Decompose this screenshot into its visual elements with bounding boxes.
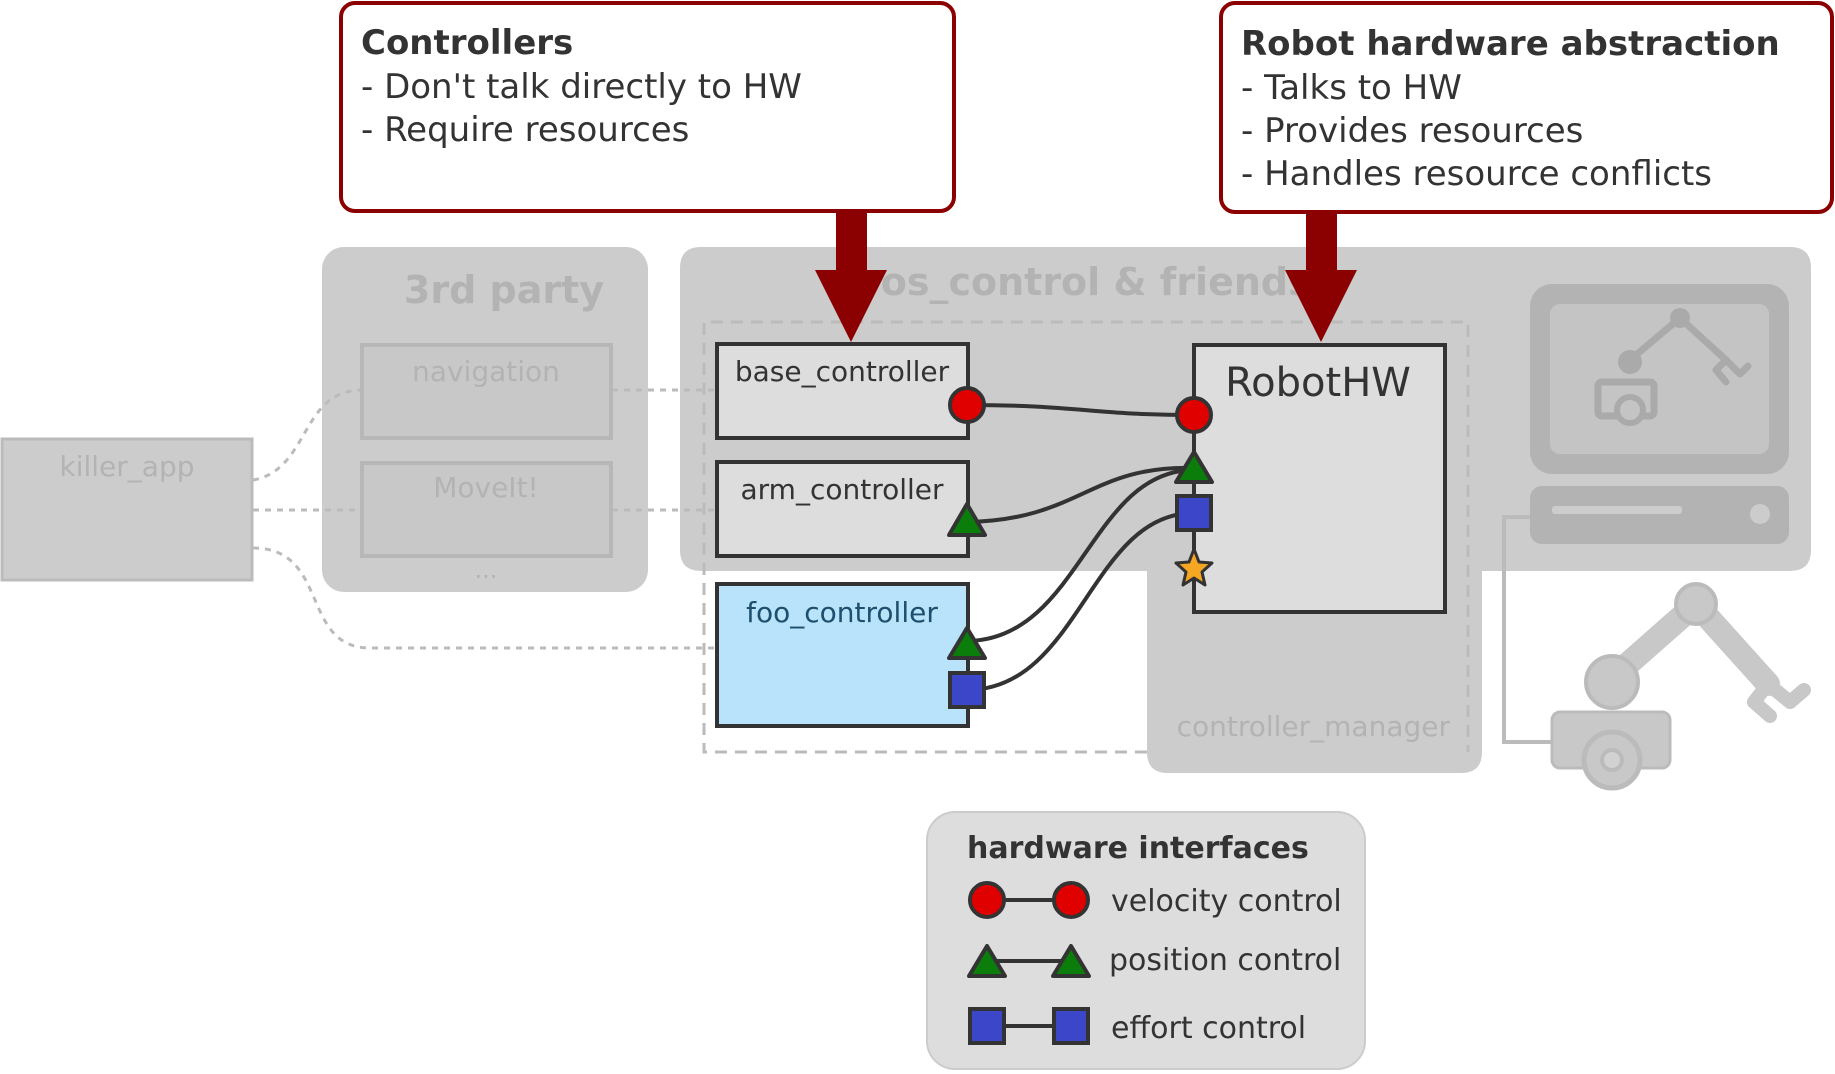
robot-hw-callout-line: - Handles resource conflicts bbox=[1241, 154, 1712, 194]
base-controller-box bbox=[715, 342, 970, 440]
third-party-title: 3rd party bbox=[404, 268, 604, 312]
effort-port bbox=[948, 671, 986, 709]
moveit-box bbox=[360, 461, 613, 558]
controllers-callout-title: Controllers bbox=[361, 23, 573, 63]
moveit-label: MoveIt! bbox=[433, 471, 539, 504]
foo-controller-label: foo_controller bbox=[746, 596, 938, 629]
navigation-label: navigation bbox=[412, 355, 560, 388]
killer-app-box bbox=[0, 437, 254, 582]
legend-effort-icon bbox=[968, 1007, 1006, 1045]
position-port bbox=[947, 502, 987, 537]
controllers-callout bbox=[339, 1, 956, 213]
foo-controller-box bbox=[715, 582, 970, 728]
legend-position-label: position control bbox=[1109, 943, 1341, 978]
controllers-callout-line: - Don't talk directly to HW bbox=[361, 67, 802, 107]
controller-manager-boundary bbox=[702, 320, 1470, 754]
legend-position-icon bbox=[1051, 944, 1091, 978]
computer-robot-cable bbox=[1502, 515, 1552, 744]
ros-control-title: ros_control & friends bbox=[862, 260, 1311, 304]
effort-port bbox=[1175, 494, 1213, 532]
legend-velocity-icon bbox=[1052, 881, 1090, 919]
legend-velocity-icon bbox=[968, 881, 1006, 919]
controllers-callout-arrow bbox=[815, 212, 887, 342]
legend-position-icon bbox=[967, 944, 1007, 978]
interface-connections bbox=[966, 403, 1195, 692]
navigation-box bbox=[360, 343, 613, 440]
velocity-port bbox=[1175, 396, 1213, 434]
legend-box bbox=[926, 811, 1366, 1070]
velocity-port bbox=[948, 386, 986, 424]
robot-hw-callout bbox=[1219, 1, 1834, 214]
robot-hw-label: RobotHW bbox=[1225, 360, 1411, 406]
legend-title: hardware interfaces bbox=[967, 831, 1309, 866]
killer-app-label: killer_app bbox=[60, 450, 195, 483]
robot-arm-icon bbox=[1550, 582, 1811, 791]
arm-controller-label: arm_controller bbox=[740, 473, 944, 506]
star-icon bbox=[1174, 547, 1214, 587]
computer-icon bbox=[1530, 284, 1789, 544]
robot-hw-callout-line: - Provides resources bbox=[1241, 111, 1583, 151]
position-port bbox=[1174, 450, 1214, 484]
position-port bbox=[947, 626, 987, 660]
legend-velocity-label: velocity control bbox=[1111, 884, 1342, 919]
robot-hw-box bbox=[1192, 343, 1447, 614]
legend-effort-label: effort control bbox=[1111, 1011, 1306, 1046]
third-party-more: ... bbox=[475, 556, 498, 584]
robot-hw-callout-title: Robot hardware abstraction bbox=[1241, 24, 1780, 64]
app-links bbox=[252, 388, 717, 650]
robot-hw-callout-arrow bbox=[1285, 212, 1357, 342]
legend-effort-icon bbox=[1052, 1007, 1090, 1045]
robot-hw-callout-line: - Talks to HW bbox=[1241, 68, 1462, 108]
controllers-callout-line: - Require resources bbox=[361, 110, 689, 150]
base-controller-label: base_controller bbox=[735, 355, 950, 388]
controller-manager-label: controller_manager bbox=[1177, 710, 1451, 743]
